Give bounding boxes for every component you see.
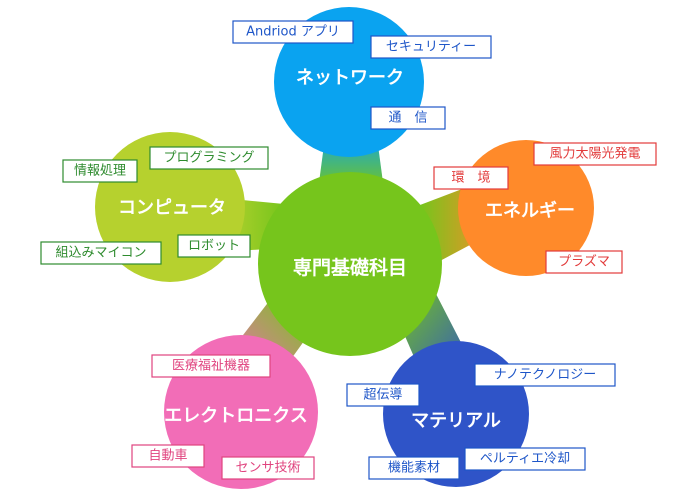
tag-energy-environment: 環 境 xyxy=(433,166,509,190)
svg-text:超伝導: 超伝導 xyxy=(363,388,402,403)
petal-label-energy: エネルギー xyxy=(485,201,575,222)
tag-electronics-medical: 医療福祉機器 xyxy=(151,354,271,378)
tag-computer-information: 情報処理 xyxy=(62,159,138,183)
center-node xyxy=(258,172,442,356)
tag-electronics-sensor: センサ技術 xyxy=(221,456,315,480)
svg-text:通 信: 通 信 xyxy=(388,111,427,126)
tag-material-nanotech: ナノテクノロジー xyxy=(474,363,616,387)
svg-text:Andriod アプリ: Andriod アプリ xyxy=(246,25,340,40)
tag-material-functional: 機能素材 xyxy=(368,456,460,480)
svg-text:センサ技術: センサ技術 xyxy=(235,461,300,476)
svg-text:風力太陽光発電: 風力太陽光発電 xyxy=(549,147,640,162)
tag-energy-plasma: プラズマ xyxy=(545,250,623,274)
svg-text:医療福祉機器: 医療福祉機器 xyxy=(172,359,250,374)
tag-material-superconductivity: 超伝導 xyxy=(346,383,420,407)
tag-electronics-car: 自動車 xyxy=(131,444,205,468)
svg-text:プラズマ: プラズマ xyxy=(558,254,610,270)
tag-computer-robot: ロボット xyxy=(177,234,251,258)
svg-text:環 境: 環 境 xyxy=(451,171,490,186)
tag-network-communication: 通 信 xyxy=(370,106,446,130)
svg-text:セキュリティー: セキュリティー xyxy=(386,40,476,55)
svg-text:自動車: 自動車 xyxy=(148,449,187,464)
tag-computer-programming: プログラミング xyxy=(149,146,269,170)
tag-network-security: セキュリティー xyxy=(370,35,492,59)
svg-text:情報処理: 情報処理 xyxy=(74,164,126,179)
svg-text:ナノテクノロジー: ナノテクノロジー xyxy=(494,368,597,383)
tag-energy-wind-solar: 風力太陽光発電 xyxy=(533,142,657,166)
svg-text:機能素材: 機能素材 xyxy=(388,461,440,476)
svg-text:ロボット: ロボット xyxy=(188,239,240,254)
tag-material-peltier: ペルティエ冷却 xyxy=(464,447,586,471)
tag-computer-embedded: 組込みマイコン xyxy=(40,241,162,265)
svg-text:プログラミング: プログラミング xyxy=(163,151,254,166)
petal-label-network: ネットワーク xyxy=(296,68,404,89)
svg-text:組込みマイコン: 組込みマイコン xyxy=(55,246,146,261)
svg-text:ペルティエ冷却: ペルティエ冷却 xyxy=(480,452,570,467)
petal-label-electronics: エレクトロニクス xyxy=(164,406,307,427)
petal-label-computer: コンピュータ xyxy=(118,198,226,219)
center-label: 専門基礎科目 xyxy=(293,256,407,279)
petal-label-material: マテリアル xyxy=(411,411,501,432)
tag-network-android: Andriod アプリ xyxy=(232,20,354,44)
